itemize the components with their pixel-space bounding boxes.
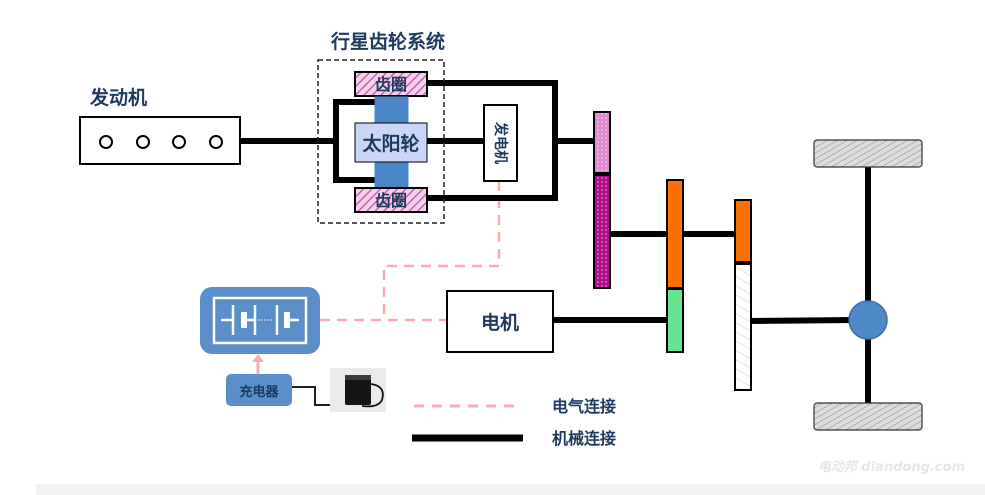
- footer-bar: [36, 484, 985, 495]
- battery-pack-icon: [221, 305, 299, 335]
- gear-2-orange: [666, 179, 684, 289]
- final-drive-to-axle-shaft: [748, 316, 856, 325]
- engine-label: 发动机: [89, 86, 147, 109]
- wheel-bottom: [813, 402, 923, 431]
- engine-block: [79, 116, 241, 165]
- motor-label: 电机: [481, 311, 519, 334]
- ring-gear-top-label: 齿圈: [375, 75, 407, 94]
- mechanical-connections: [237, 80, 871, 406]
- cylinder-4: [209, 135, 223, 149]
- generator-to-inverter-line: [382, 181, 501, 320]
- sun-gear: 太阳轮: [354, 122, 428, 163]
- charger-box: 充电器: [226, 374, 292, 406]
- gear-3-orange: [734, 199, 752, 263]
- planet-gear-top: [374, 96, 409, 123]
- planetary-system-title: 行星齿轮系统: [330, 30, 445, 53]
- motor-box: 电机: [446, 290, 554, 353]
- planetary-system-frame: [317, 59, 445, 224]
- wheel-top: [813, 139, 923, 168]
- electrical-connections: [320, 181, 501, 322]
- ring-gear-bottom: 齿圈: [354, 187, 428, 213]
- watermark: 电动邦 diandong.com: [817, 460, 965, 475]
- generator-label: 发电机: [492, 121, 509, 164]
- differential-hub: [848, 300, 888, 340]
- legend-electrical-label: 电气连接: [552, 397, 616, 416]
- cylinder-1: [99, 135, 113, 149]
- generator-box: 发电机: [483, 104, 518, 182]
- final-drive-gear: [734, 263, 752, 391]
- gear-1-lower: [593, 174, 611, 289]
- ring-gear-top: 齿圈: [354, 71, 428, 97]
- cylinder-3: [172, 135, 186, 149]
- gear-1-upper: [593, 111, 611, 174]
- charging-plug-image: [330, 368, 386, 412]
- cylinder-2: [136, 135, 150, 149]
- legend-mechanical-label: 机械连接: [552, 429, 616, 448]
- charger-label: 充电器: [239, 384, 279, 400]
- charger-cable: [292, 386, 340, 406]
- carrier-fork: [333, 99, 375, 183]
- gear-2-green: [666, 288, 684, 353]
- legend: 电气连接 机械连接: [412, 397, 616, 448]
- planet-gear-bottom: [374, 162, 409, 189]
- battery-pack: [200, 287, 320, 354]
- charger-arrow: [252, 354, 264, 374]
- sun-gear-label: 太阳轮: [362, 132, 419, 155]
- ring-gear-bottom-label: 齿圈: [375, 191, 407, 210]
